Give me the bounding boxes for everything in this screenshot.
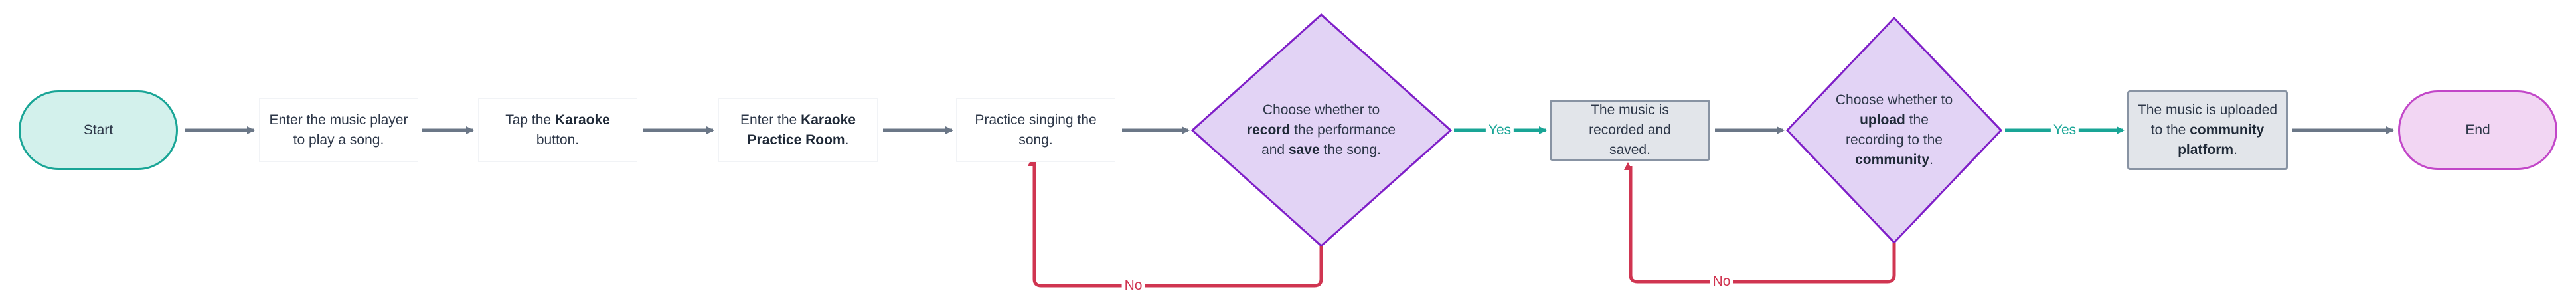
edge-label-yes-record: Yes: [1485, 123, 1514, 138]
decision-upload: Choose whether to upload the recording t…: [1834, 84, 1954, 177]
step-uploaded-community: The music is uploaded to the community p…: [2127, 90, 2288, 170]
end-label: End: [2465, 122, 2490, 138]
start-node: Start: [19, 90, 178, 170]
step-practice-singing-label: Practice singing the song.: [975, 112, 1097, 148]
step-enter-practice-room-label: Enter the Karaoke Practice Room.: [740, 112, 856, 148]
step-tap-karaoke: Tap the Karaoke button.: [478, 98, 637, 162]
step-practice-singing: Practice singing the song.: [956, 98, 1115, 162]
step-recorded-saved: The music is recorded and saved.: [1550, 100, 1710, 161]
start-label: Start: [83, 122, 114, 138]
edge-label-no-upload: No: [1710, 274, 1733, 289]
edge-label-no-record: No: [1121, 278, 1145, 293]
edge-label-yes-upload: Yes: [2050, 123, 2079, 138]
step-recorded-saved-label: The music is recorded and saved.: [1589, 102, 1671, 157]
step-uploaded-community-label: The music is uploaded to the community p…: [2137, 102, 2278, 157]
arrow-no-loop-upload: [1624, 162, 1896, 284]
arrow-no-loop-record: [1028, 158, 1323, 288]
end-node: End: [2398, 90, 2557, 170]
step-enter-music-player: Enter the music player to play a song.: [259, 98, 418, 162]
decision-upload-label: Choose whether to upload the recording t…: [1835, 92, 1953, 167]
step-enter-practice-room: Enter the Karaoke Practice Room.: [718, 98, 878, 162]
step-tap-karaoke-label: Tap the Karaoke button.: [505, 112, 610, 148]
step-enter-music-player-label: Enter the music player to play a song.: [269, 112, 408, 148]
